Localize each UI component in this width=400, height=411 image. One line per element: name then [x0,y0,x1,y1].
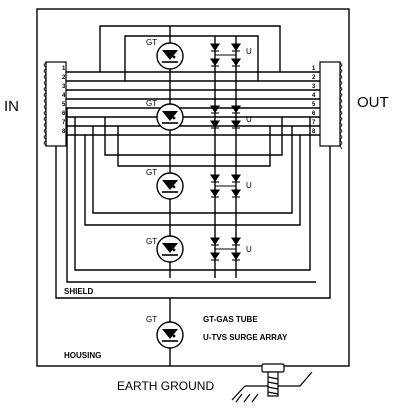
in-pin-7: 7 [62,120,66,126]
tvs-array-4: U [209,237,252,261]
gas-tube-4-label: GT [146,237,157,246]
tvs-array-3: U [209,174,252,198]
housing-label: HOUSING [64,351,101,360]
in-pin-8: 8 [62,129,66,135]
earth-ground-symbol [231,363,313,403]
out-label: OUT [357,94,389,111]
out-pin-5: 5 [312,102,316,108]
in-pin-3: 3 [62,84,66,90]
out-pin-7: 7 [312,120,316,126]
gas-tube-2-label: GT [146,99,157,108]
tvs-array-3-label: U [246,181,252,190]
housing-box [36,8,350,367]
in-pin-2: 2 [62,75,66,81]
in-pin-5: 5 [62,102,66,108]
out-connector-teeth [339,61,343,150]
out-pin-6: 6 [312,111,316,117]
gas-tube-3: GT [146,168,184,200]
out-pin-4: 4 [312,93,316,99]
out-pin-1: 1 [312,66,316,72]
out-pin-8: 8 [312,129,316,135]
signal-wiring [66,25,320,283]
legend-gas-tube: GT-GAS TUBE [203,315,258,324]
in-label: IN [4,98,19,115]
out-pin-numbers: 1 2 3 4 5 6 7 8 [312,66,316,135]
housing-gas-tube-label: GT [146,315,157,324]
in-pin-numbers: 1 2 3 4 5 6 7 8 [62,66,66,135]
tvs-array-1-label: U [246,47,252,56]
gas-tube-1-label: GT [146,38,157,47]
out-pin-3: 3 [312,84,316,90]
gas-tube-4: GT [146,235,184,263]
in-pin-6: 6 [62,111,66,117]
gas-tube-3-label: GT [146,168,157,177]
in-pin-4: 4 [62,93,66,99]
gas-tube-1: GT [146,38,184,70]
tvs-array-1: U [209,43,252,67]
housing-gas-tube: GT [146,298,184,366]
in-connector-teeth [43,61,47,147]
out-pin-2: 2 [312,75,316,81]
tvs-array-2: U [209,105,252,129]
earth-ground-label: EARTH GROUND [117,379,214,393]
out-connector [319,61,341,147]
tvs-array-2-label: U [246,115,252,124]
legend-tvs-array: U-TVS SURGE ARRAY [203,333,288,342]
shield-line [55,146,331,299]
shield-label: SHIELD [64,287,94,296]
tvs-array-4-label: U [246,245,252,254]
in-pin-1: 1 [62,66,66,72]
gas-tube-2: GT [146,99,184,131]
